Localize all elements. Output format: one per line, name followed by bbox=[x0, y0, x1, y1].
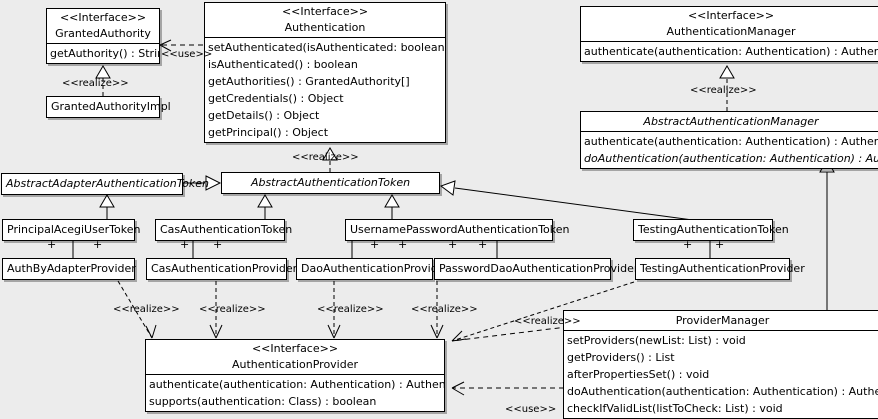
association-marker-plus: + bbox=[180, 238, 190, 251]
member-list-authentication-manager: authenticate(authentication: Authenticat… bbox=[581, 42, 878, 61]
member-item: getAuthorities() : GrantedAuthority[] bbox=[208, 75, 410, 88]
edge-label-realize-auth-manager: <<realize>> bbox=[690, 85, 757, 96]
class-name-label: PasswordDaoAuthenticationProvider bbox=[439, 262, 639, 275]
class-name-label: AbstractAuthenticationManager bbox=[643, 115, 819, 128]
association-marker-plus: + bbox=[370, 238, 380, 251]
edge-label-use-provider-manager: <<use>> bbox=[505, 404, 557, 415]
member-item: getCredentials() : Object bbox=[208, 92, 344, 105]
class-name-label: TestingAuthenticationProvider bbox=[640, 262, 805, 275]
class-box-testing-authentication-provider[interactable]: TestingAuthenticationProvider bbox=[635, 258, 805, 280]
edge-label-realize-provider-manager: <<realize>> bbox=[514, 316, 581, 327]
divider bbox=[564, 330, 878, 331]
member-list-granted-authority: getAuthority() : String bbox=[47, 44, 159, 63]
class-name-label: AbstractAdapterAuthenticationToken bbox=[6, 177, 209, 190]
class-box-cas-authentication-provider[interactable]: CasAuthenticationProvider bbox=[146, 258, 298, 280]
divider bbox=[581, 41, 878, 42]
class-name-label: DaoAuthenticationProvider bbox=[301, 262, 449, 275]
class-name-label: CasAuthenticationProvider bbox=[151, 262, 298, 275]
association-marker-plus: + bbox=[213, 238, 223, 251]
member-item: getDetails() : Object bbox=[208, 109, 320, 122]
member-item: getPrincipal() : Object bbox=[208, 126, 329, 139]
member-item: authenticate(authentication: Authenticat… bbox=[149, 378, 444, 391]
class-name-label: GrantedAuthority bbox=[55, 27, 151, 40]
association-marker-plus: + bbox=[398, 238, 408, 251]
divider bbox=[581, 131, 878, 132]
association-marker-plus: + bbox=[478, 238, 488, 251]
class-header-granted-authority: <<Interface>> GrantedAuthority bbox=[47, 9, 159, 43]
member-item: setAuthenticated(isAuthenticated: boolea… bbox=[208, 41, 445, 54]
class-box-authentication-manager[interactable]: <<Interface>> AuthenticationManager auth… bbox=[580, 6, 878, 62]
class-name-label: AuthByAdapterProvider bbox=[7, 262, 136, 275]
member-item: doAuthentication(authentication: Authent… bbox=[584, 152, 878, 165]
class-name-label: GrantedAuthorityImpl bbox=[51, 100, 171, 113]
class-box-granted-authority-impl[interactable]: GrantedAuthorityImpl bbox=[46, 96, 171, 118]
class-name-label: CasAuthenticationToken bbox=[160, 223, 293, 236]
class-box-cas-authentication-token[interactable]: CasAuthenticationToken bbox=[155, 219, 293, 241]
member-item: doAuthentication(authentication: Authent… bbox=[567, 385, 878, 398]
member-item: getProviders() : List bbox=[567, 351, 675, 364]
class-name-label: UsernamePasswordAuthenticationToken bbox=[350, 223, 570, 236]
class-box-auth-by-adapter-provider[interactable]: AuthByAdapterProvider bbox=[2, 258, 136, 280]
member-item: getAuthority() : String bbox=[50, 47, 159, 60]
association-marker-plus: + bbox=[93, 238, 103, 251]
class-header-authentication: <<Interface>> Authentication bbox=[205, 3, 445, 37]
class-box-dao-authentication-provider[interactable]: DaoAuthenticationProvider bbox=[296, 258, 449, 280]
association-marker-plus: + bbox=[715, 238, 725, 251]
class-header-provider-manager: ProviderManager bbox=[564, 311, 878, 330]
member-item: authenticate(authentication: Authenticat… bbox=[584, 45, 878, 58]
class-name-label: AbstractAuthenticationToken bbox=[250, 176, 411, 189]
member-list-authentication-provider: authenticate(authentication: Authenticat… bbox=[146, 375, 444, 411]
member-item: checkIfValidList(listToCheck: List) : vo… bbox=[567, 402, 783, 415]
class-box-authentication-provider[interactable]: <<Interface>> AuthenticationProvider aut… bbox=[145, 339, 445, 412]
class-name-label: Authentication bbox=[284, 21, 366, 34]
class-name-label: TestingAuthenticationToken bbox=[638, 223, 789, 236]
stereotype-label: <<Interface>> bbox=[687, 9, 775, 22]
class-box-authentication[interactable]: <<Interface>> Authentication setAuthenti… bbox=[204, 2, 446, 143]
class-box-abstract-authentication-manager[interactable]: AbstractAuthenticationManager authentica… bbox=[580, 111, 878, 169]
class-header-abstract-authentication-manager: AbstractAuthenticationManager bbox=[581, 112, 878, 131]
member-item: supports(authentication: Class) : boolea… bbox=[149, 395, 377, 408]
member-item: setProviders(newList: List) : void bbox=[567, 334, 746, 347]
class-name-label: AuthenticationProvider bbox=[231, 358, 359, 371]
edge-label-realize-dao-provider: <<realize>> bbox=[317, 304, 384, 315]
class-header-authentication-manager: <<Interface>> AuthenticationManager bbox=[581, 7, 878, 41]
member-item: authenticate(authentication: Authenticat… bbox=[584, 135, 878, 148]
divider bbox=[146, 374, 444, 375]
stereotype-label: <<Interface>> bbox=[251, 342, 339, 355]
member-item: isAuthenticated() : boolean bbox=[208, 58, 358, 71]
member-list-authentication: setAuthenticated(isAuthenticated: boolea… bbox=[205, 38, 445, 142]
class-header-authentication-provider: <<Interface>> AuthenticationProvider bbox=[146, 340, 444, 374]
class-name-label: ProviderManager bbox=[675, 314, 770, 327]
member-item: afterPropertiesSet() : void bbox=[567, 368, 710, 381]
association-marker-plus: + bbox=[47, 238, 57, 251]
association-marker-plus: + bbox=[683, 238, 693, 251]
stereotype-label: <<Interface>> bbox=[281, 5, 369, 18]
class-box-abstract-adapter-authentication-token[interactable]: AbstractAdapterAuthenticationToken bbox=[1, 173, 209, 195]
edge-label-realize-abstract-token: <<realize>> bbox=[292, 152, 359, 163]
edge-label-realize-granted-authority-impl: <<realize>> bbox=[62, 78, 129, 89]
edge-label-realize-cas-provider: <<realize>> bbox=[199, 304, 266, 315]
edge-label-realize-auth-by-adapter: <<realize>> bbox=[113, 304, 180, 315]
class-box-granted-authority[interactable]: <<Interface>> GrantedAuthority getAuthor… bbox=[46, 8, 160, 64]
class-name-label: PrincipalAcegiUserToken bbox=[7, 223, 141, 236]
divider bbox=[47, 43, 159, 44]
member-list-provider-manager: setProviders(newList: List) : void getPr… bbox=[564, 331, 878, 418]
class-box-testing-authentication-token[interactable]: TestingAuthenticationToken bbox=[633, 219, 789, 241]
divider bbox=[205, 37, 445, 38]
class-box-principal-acegi-user-token[interactable]: PrincipalAcegiUserToken bbox=[2, 219, 141, 241]
edge-label-realize-password-dao-provider: <<realize>> bbox=[411, 304, 478, 315]
member-list-abstract-authentication-manager: authenticate(authentication: Authenticat… bbox=[581, 132, 878, 168]
stereotype-label: <<Interface>> bbox=[59, 11, 147, 24]
association-marker-plus: + bbox=[448, 238, 458, 251]
class-box-password-dao-authentication-provider[interactable]: PasswordDaoAuthenticationProvider bbox=[434, 258, 639, 280]
class-box-username-password-authentication-token[interactable]: UsernamePasswordAuthenticationToken bbox=[345, 219, 570, 241]
class-box-provider-manager[interactable]: ProviderManager setProviders(newList: Li… bbox=[563, 310, 878, 419]
edge-label-use-granted-authority: <<use>> bbox=[161, 49, 213, 60]
class-name-label: AuthenticationManager bbox=[666, 25, 796, 38]
class-box-abstract-authentication-token[interactable]: AbstractAuthenticationToken bbox=[221, 172, 440, 194]
